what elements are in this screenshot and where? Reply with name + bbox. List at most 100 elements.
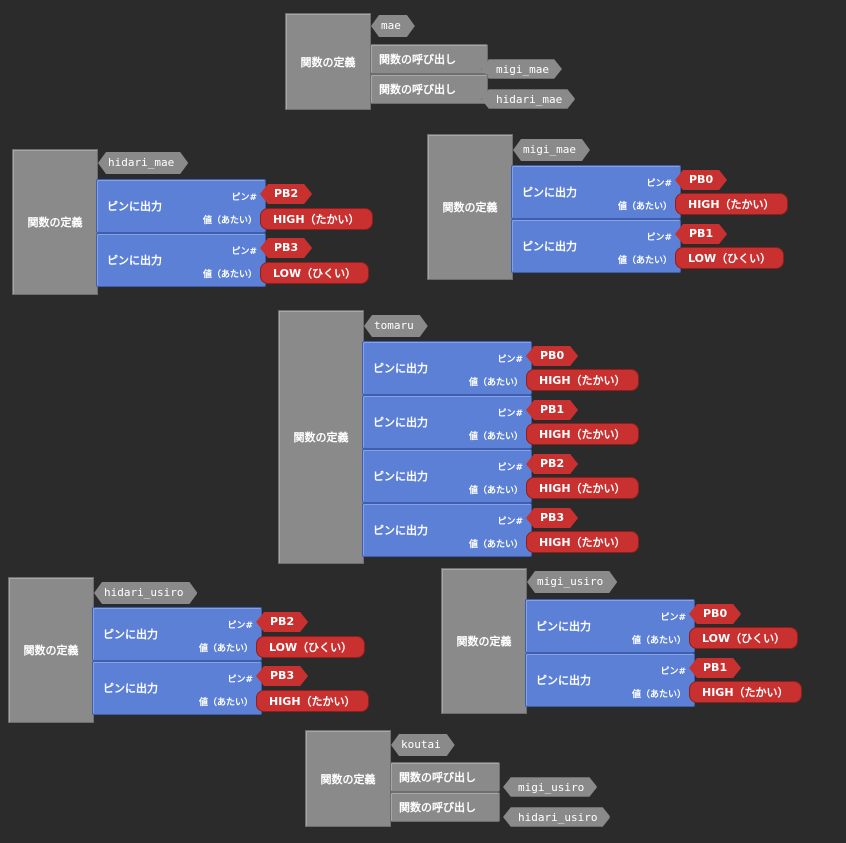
function-name-field[interactable]: hidari_mae <box>98 152 188 174</box>
function-name-field[interactable]: hidari_usiro <box>94 582 197 604</box>
pin-label: ピン# <box>231 193 257 203</box>
call-target[interactable]: migi_mae <box>481 59 562 79</box>
pin-select[interactable]: PB2 <box>526 454 578 474</box>
pin-output-block[interactable]: ピンに出力 ピン# 値（あたい） <box>511 219 681 273</box>
value-select[interactable]: HIGH（たかい） <box>526 477 639 499</box>
value-select[interactable]: LOW（ひくい） <box>675 247 785 269</box>
pin-label: ピン# <box>497 463 523 473</box>
value-label: 値（あたい） <box>202 270 257 280</box>
pin-select[interactable]: PB3 <box>260 238 312 258</box>
define-label: 関数の定義 <box>320 772 376 786</box>
pin-output-block[interactable]: ピンに出力 ピン# 値（あたい） <box>525 599 695 653</box>
function-name-field[interactable]: mae <box>371 15 415 37</box>
call-target[interactable]: hidari_usiro <box>503 807 610 827</box>
pin-label: ピン# <box>660 667 686 677</box>
call-target[interactable]: migi_usiro <box>503 777 597 797</box>
pin-output-label: ピンに出力 <box>107 254 162 267</box>
value-label: 値（あたい） <box>198 698 253 708</box>
pin-label: ピン# <box>497 355 523 365</box>
pin-label: ピン# <box>227 675 253 685</box>
pin-select[interactable]: PB1 <box>526 400 578 420</box>
function-definition-header[interactable]: 関数の定義 <box>278 310 364 564</box>
value-select[interactable]: LOW（ひくい） <box>260 262 370 284</box>
pin-label: ピン# <box>646 179 672 189</box>
pin-output-block[interactable]: ピンに出力 ピン# 値（あたい） <box>511 165 681 219</box>
value-label: 値（あたい） <box>468 540 523 550</box>
pin-output-block[interactable]: ピンに出力 ピン# 値（あたい） <box>362 341 532 395</box>
function-name-field[interactable]: tomaru <box>364 315 428 337</box>
function-definition-header[interactable]: 関数の定義 <box>427 134 513 280</box>
pin-select[interactable]: PB0 <box>526 346 578 366</box>
pin-output-block[interactable]: ピンに出力 ピン# 値（あたい） <box>96 179 266 233</box>
pin-select[interactable]: PB3 <box>526 508 578 528</box>
value-label: 値（あたい） <box>631 636 686 646</box>
call-label: 関数の呼び出し <box>399 801 476 814</box>
function-name-field[interactable]: koutai <box>391 734 455 756</box>
value-select[interactable]: LOW（ひくい） <box>689 627 799 649</box>
define-label: 関数の定義 <box>293 431 349 444</box>
value-label: 値（あたい） <box>468 486 523 496</box>
value-label: 値（あたい） <box>617 256 672 266</box>
value-select[interactable]: HIGH（たかい） <box>256 690 369 712</box>
define-label: 関数の定義 <box>23 644 79 657</box>
pin-label: ピン# <box>660 613 686 623</box>
pin-output-block[interactable]: ピンに出力 ピン# 値（あたい） <box>96 233 266 287</box>
pin-label: ピン# <box>497 409 523 419</box>
pin-select[interactable]: PB1 <box>689 658 741 678</box>
value-label: 値（あたい） <box>631 690 686 700</box>
call-label: 関数の呼び出し <box>399 771 476 784</box>
pin-output-block[interactable]: ピンに出力 ピン# 値（あたい） <box>362 503 532 557</box>
call-block[interactable]: 関数の呼び出し <box>390 792 500 822</box>
pin-output-label: ピンに出力 <box>373 524 428 537</box>
function-name-field[interactable]: migi_mae <box>513 139 590 161</box>
call-block[interactable]: 関数の呼び出し <box>390 762 500 792</box>
pin-output-block[interactable]: ピンに出力 ピン# 値（あたい） <box>362 395 532 449</box>
pin-label: ピン# <box>231 247 257 257</box>
pin-select[interactable]: PB1 <box>675 224 727 244</box>
pin-select[interactable]: PB3 <box>256 666 308 686</box>
pin-output-label: ピンに出力 <box>522 240 577 253</box>
function-name-field[interactable]: migi_usiro <box>527 571 617 593</box>
define-label: 関数の定義 <box>442 201 498 214</box>
value-label: 値（あたい） <box>617 202 672 212</box>
pin-output-label: ピンに出力 <box>107 200 162 213</box>
pin-output-label: ピンに出力 <box>103 682 158 695</box>
pin-output-label: ピンに出力 <box>103 628 158 641</box>
call-label: 関数の呼び出し <box>379 83 456 96</box>
pin-output-label: ピンに出力 <box>373 362 428 375</box>
call-label: 関数の呼び出し <box>379 53 456 66</box>
pin-output-label: ピンに出力 <box>373 416 428 429</box>
function-definition-header[interactable]: 関数の定義 <box>12 149 98 295</box>
value-label: 値（あたい） <box>202 216 257 226</box>
function-definition-header[interactable]: 関数の定義 <box>441 568 527 714</box>
value-select[interactable]: LOW（ひくい） <box>256 636 366 658</box>
function-definition-header[interactable]: 関数の定義 <box>305 730 391 827</box>
define-label: 関数の定義 <box>300 55 356 69</box>
value-select[interactable]: HIGH（たかい） <box>689 681 802 703</box>
function-definition-header[interactable]: 関数の定義 <box>8 577 94 723</box>
define-label: 関数の定義 <box>27 216 83 229</box>
pin-output-label: ピンに出力 <box>522 186 577 199</box>
call-target[interactable]: hidari_mae <box>481 89 575 109</box>
pin-select[interactable]: PB2 <box>256 612 308 632</box>
pin-output-block[interactable]: ピンに出力 ピン# 値（あたい） <box>92 661 262 715</box>
pin-output-label: ピンに出力 <box>536 674 591 687</box>
pin-output-block[interactable]: ピンに出力 ピン# 値（あたい） <box>92 607 262 661</box>
call-block[interactable]: 関数の呼び出し <box>370 44 488 74</box>
value-select[interactable]: HIGH（たかい） <box>260 208 373 230</box>
pin-select[interactable]: PB0 <box>689 604 741 624</box>
value-label: 値（あたい） <box>468 432 523 442</box>
value-select[interactable]: HIGH（たかい） <box>526 369 639 391</box>
define-label: 関数の定義 <box>456 635 512 648</box>
pin-output-block[interactable]: ピンに出力 ピン# 値（あたい） <box>362 449 532 503</box>
value-select[interactable]: HIGH（たかい） <box>526 423 639 445</box>
call-block[interactable]: 関数の呼び出し <box>370 74 488 104</box>
pin-select[interactable]: PB0 <box>675 170 727 190</box>
value-label: 値（あたい） <box>468 378 523 388</box>
pin-select[interactable]: PB2 <box>260 184 312 204</box>
function-definition-header[interactable]: 関数の定義 <box>285 13 371 110</box>
value-select[interactable]: HIGH（たかい） <box>526 531 639 553</box>
pin-output-block[interactable]: ピンに出力 ピン# 値（あたい） <box>525 653 695 707</box>
pin-label: ピン# <box>497 517 523 527</box>
value-select[interactable]: HIGH（たかい） <box>675 193 788 215</box>
